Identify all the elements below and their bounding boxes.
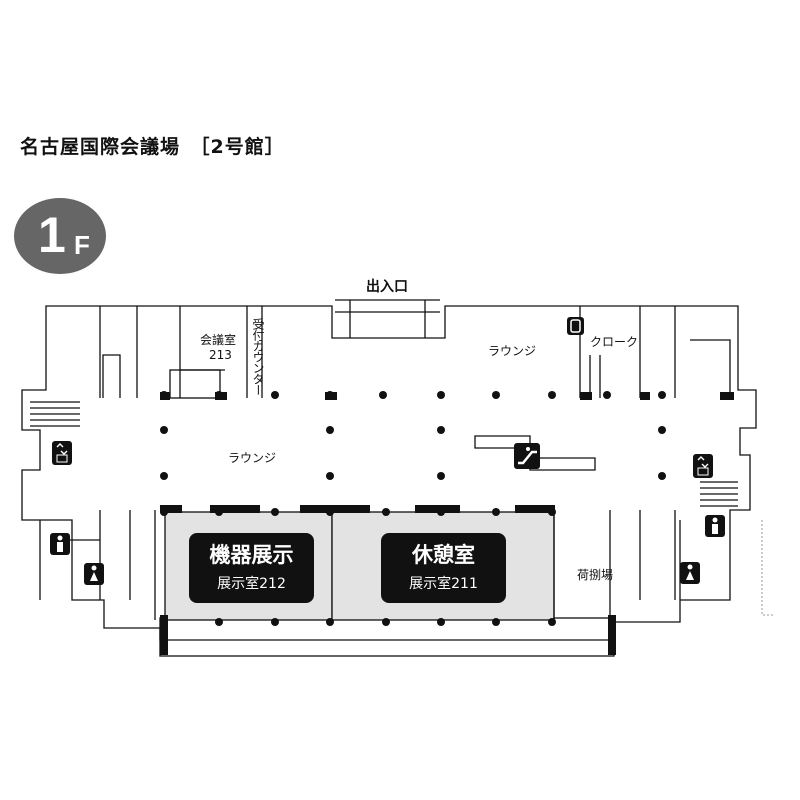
exhibit-212-name: 機器展示: [209, 543, 294, 567]
exhibit-box-212: 機器展示 展示室212: [189, 533, 314, 603]
floor-badge: 1 F: [14, 198, 106, 274]
phone-icon: [567, 317, 584, 335]
conference-room-label: 会議室: [200, 333, 237, 347]
stairs-left: [30, 401, 80, 427]
page-title: 名古屋国際会議場 ［2号館］: [20, 136, 285, 158]
floor-number: 1: [38, 207, 66, 263]
cloakroom-label: クローク: [590, 335, 639, 349]
restroom-icon: [84, 563, 104, 585]
escalator-icon: [514, 443, 540, 469]
exhibit-211-name: 休憩室: [412, 543, 475, 567]
restroom-icon: [680, 562, 700, 584]
conference-room-number: 213: [209, 348, 232, 362]
floor-suffix: F: [74, 230, 90, 260]
lower-room-walls: [39, 510, 681, 622]
exhibit-box-211: 休憩室 展示室211: [381, 533, 506, 603]
entrance-doors: [335, 299, 440, 338]
lounge-left-label: ラウンジ: [228, 451, 277, 465]
upper-room-walls: [99, 306, 731, 398]
exhibit-211-room: 展示室211: [409, 576, 478, 592]
restroom-icon: [705, 515, 725, 537]
restroom-icon: [50, 533, 70, 555]
small-room: [169, 369, 221, 399]
exhibit-212-room: 展示室212: [217, 576, 286, 592]
stairs-right: [700, 481, 738, 507]
elevator-icon: [693, 454, 713, 478]
loading-area-label: 荷捌場: [577, 568, 614, 582]
entrance-label: 出入口: [366, 279, 408, 295]
elevator-icon: [52, 441, 72, 465]
columns: [160, 391, 666, 626]
reception-label: 受付カウンター: [251, 318, 265, 395]
lounge-top-label: ラウンジ: [488, 344, 537, 358]
building-outline: [21, 305, 757, 641]
